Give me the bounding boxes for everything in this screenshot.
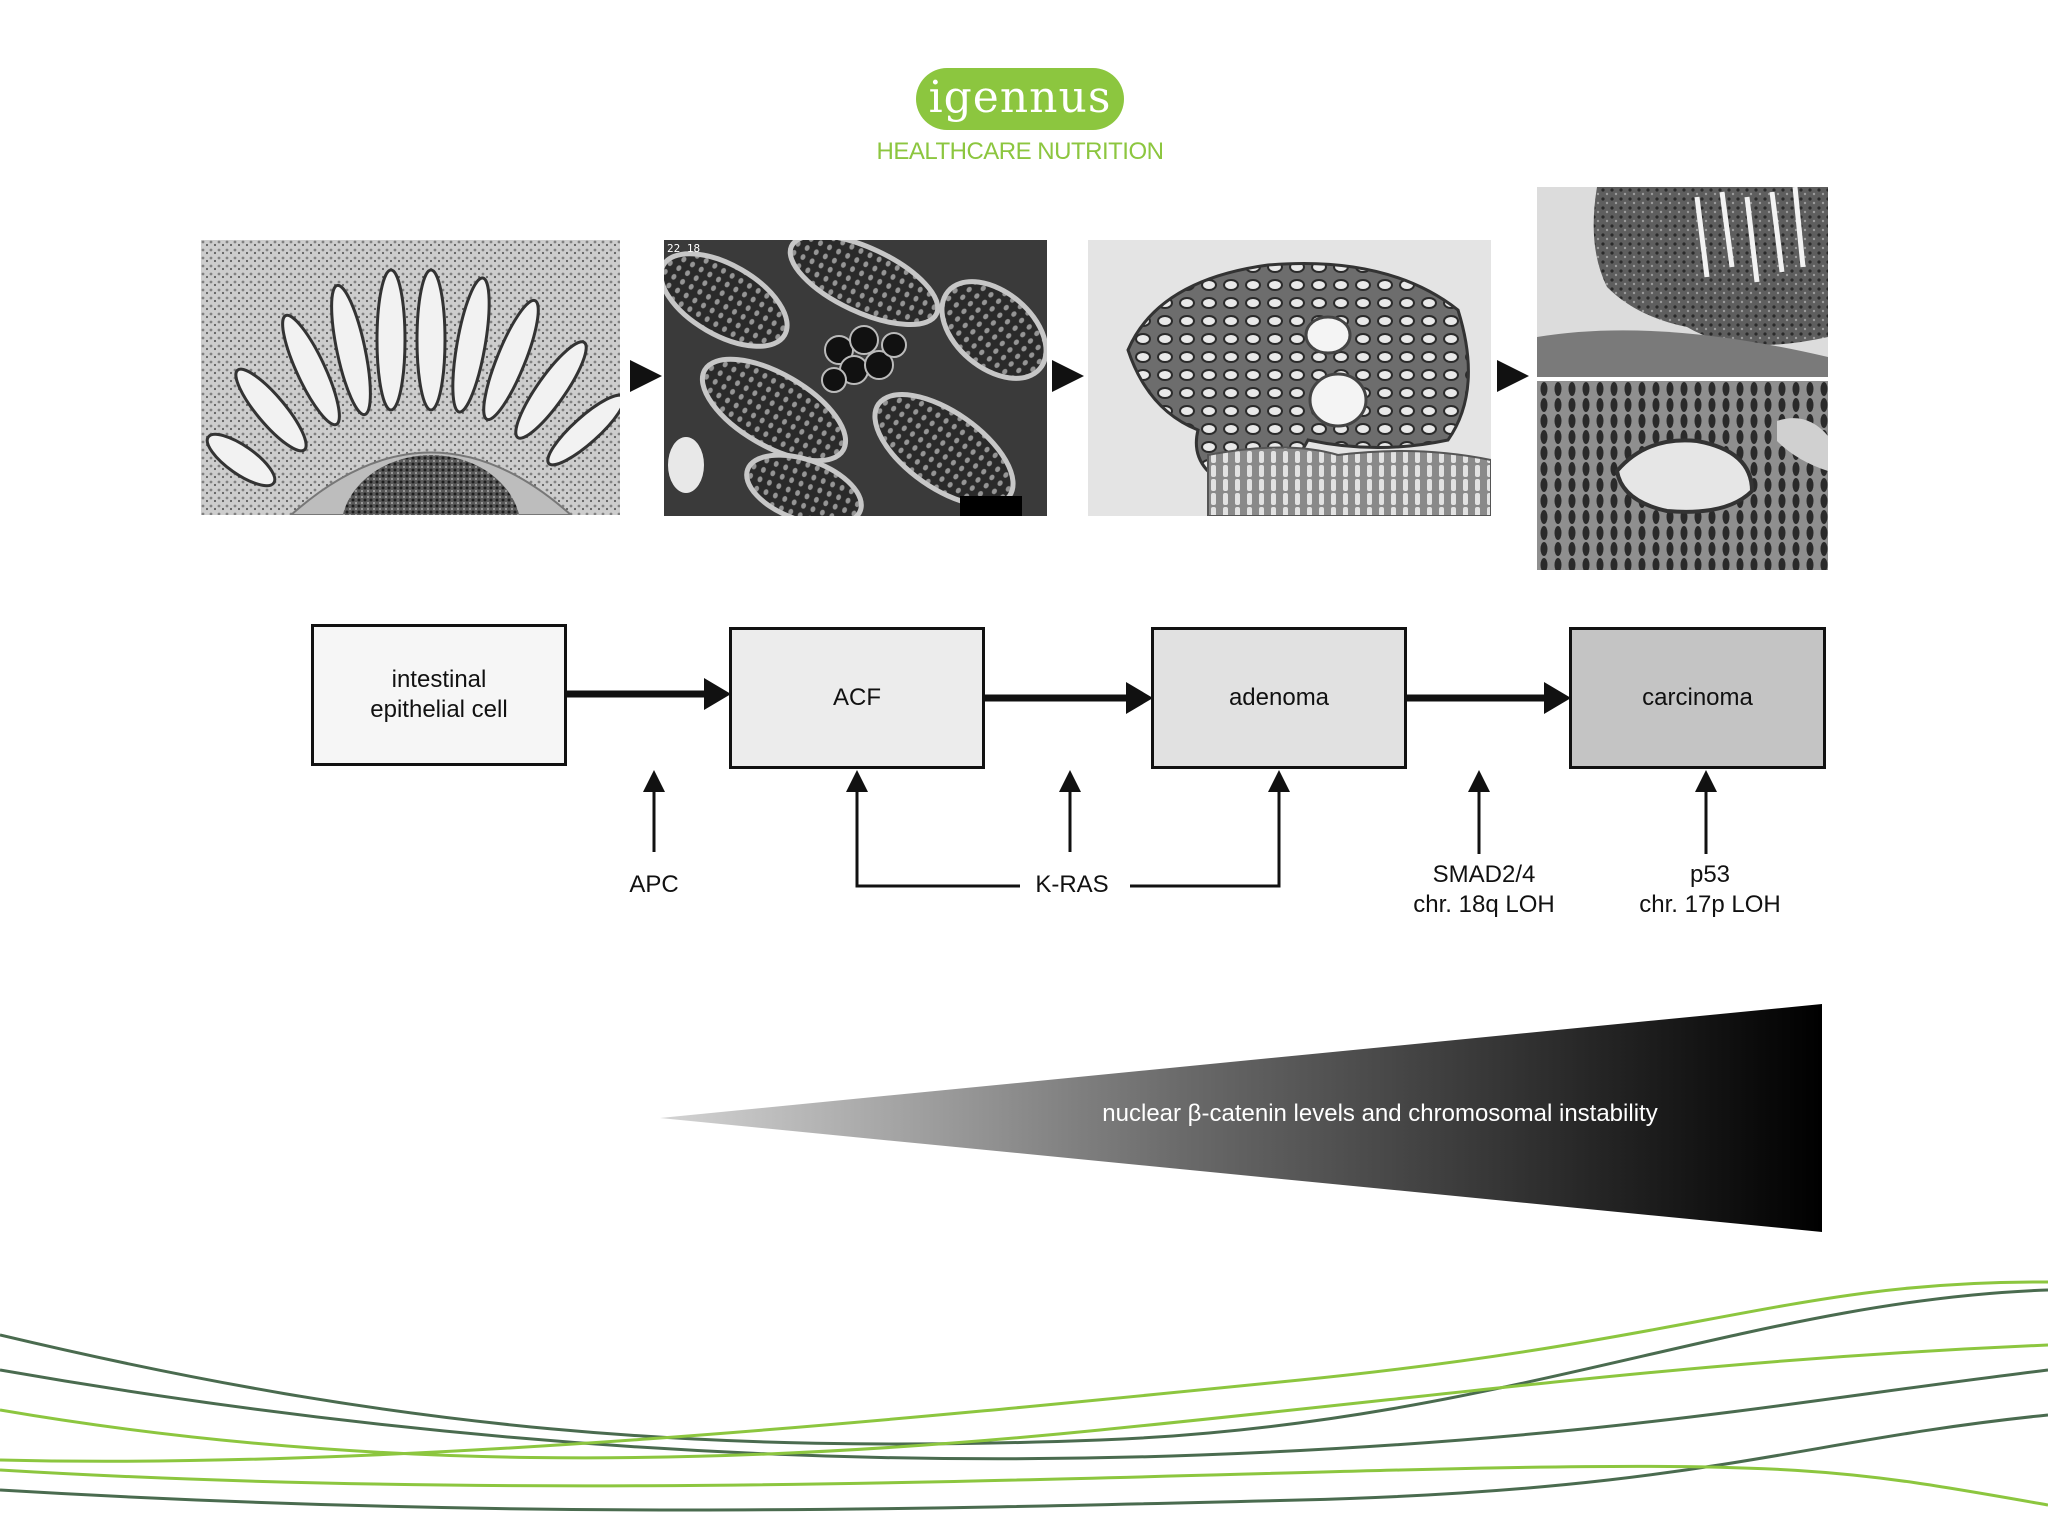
smad-loh: chr. 18q LOH bbox=[1413, 891, 1555, 918]
stage-label: intestinal epithelial cell bbox=[370, 666, 508, 723]
arrow-right-icon bbox=[1497, 360, 1529, 392]
gene-apc-label: APC bbox=[629, 871, 679, 898]
smad-arrow bbox=[1468, 770, 1490, 854]
gradient-label: nuclear β-catenin levels and chromosomal… bbox=[1102, 1100, 1658, 1127]
acf-corner-label: 22 18 bbox=[667, 242, 700, 255]
stage-acf: ACF bbox=[729, 627, 985, 769]
flow-arrow bbox=[1407, 682, 1571, 714]
p53-arrow bbox=[1695, 770, 1717, 854]
kras-bracket bbox=[846, 770, 1290, 902]
decorative-waves bbox=[0, 1280, 2048, 1512]
micrograph-acf: 22 18 bbox=[664, 240, 1047, 516]
logo-wordmark: igennus bbox=[928, 72, 1112, 123]
arrow-right-icon bbox=[630, 360, 662, 392]
micrograph-carcinoma-low-mag bbox=[1537, 187, 1828, 377]
beta-catenin-gradient-wedge bbox=[660, 1004, 1822, 1232]
gene-p53-label: p53 chr. 17p LOH bbox=[1610, 860, 1810, 920]
arrow-right-icon bbox=[1052, 360, 1084, 392]
gene-kras-label: K-RAS bbox=[1035, 871, 1109, 898]
smad-name: SMAD2/4 bbox=[1432, 861, 1536, 888]
igennus-logo: igennus bbox=[916, 68, 1124, 130]
p53-loh: chr. 17p LOH bbox=[1639, 891, 1781, 918]
apc-arrow bbox=[643, 770, 665, 852]
stage-label: ACF bbox=[833, 684, 881, 711]
micrograph-adenoma bbox=[1088, 240, 1491, 516]
stage-carcinoma: carcinoma bbox=[1569, 627, 1826, 769]
stage-label: carcinoma bbox=[1642, 684, 1753, 711]
stage-label: adenoma bbox=[1228, 684, 1330, 711]
p53-name: p53 bbox=[1689, 861, 1731, 888]
micrograph-carcinoma-high-mag bbox=[1537, 381, 1828, 570]
gene-smad-label: SMAD2/4 chr. 18q LOH bbox=[1384, 860, 1584, 920]
flow-arrow bbox=[567, 678, 731, 710]
micrograph-normal-mucosa bbox=[201, 240, 620, 515]
stage-intestinal-epithelial-cell: intestinal epithelial cell bbox=[311, 624, 567, 766]
logo-tagline: HEALTHCARE NUTRITION bbox=[876, 138, 1164, 165]
stage-adenoma: adenoma bbox=[1151, 627, 1407, 769]
flow-arrow bbox=[985, 682, 1153, 714]
